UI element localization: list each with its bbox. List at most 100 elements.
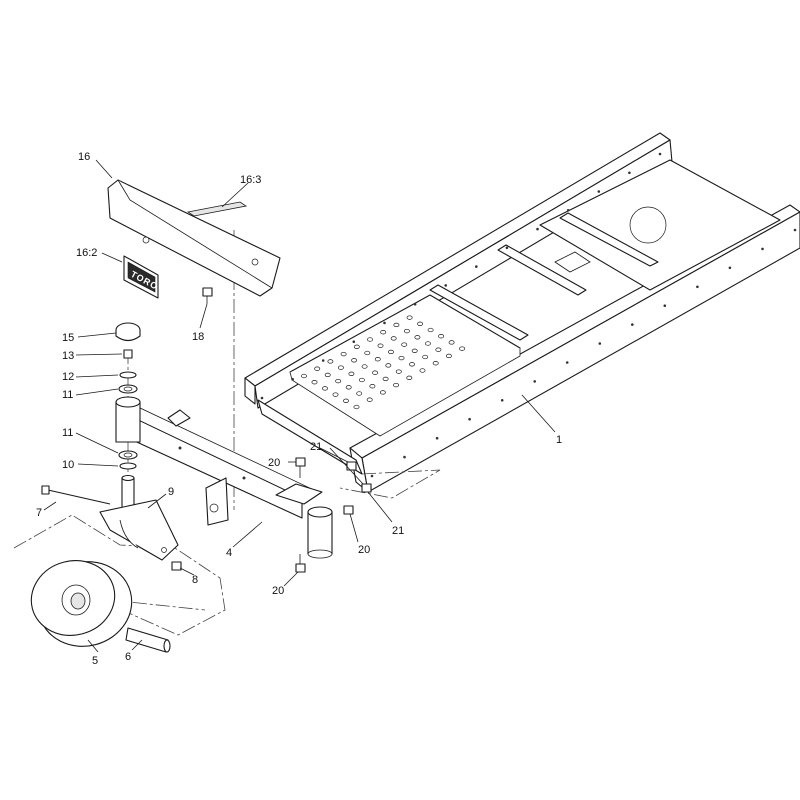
callout-5: 5	[92, 655, 98, 667]
frame-crossmember-c	[559, 212, 659, 267]
floor-pan-hole	[335, 378, 342, 384]
decal-strip-shape	[186, 201, 248, 217]
rail-hole	[260, 396, 264, 400]
callout-12: 12	[62, 371, 74, 383]
floor-pan-hole	[343, 398, 349, 403]
cover-bolt-head	[202, 287, 213, 297]
callout-10: 10	[62, 459, 74, 471]
floor-pan-hole	[393, 322, 400, 328]
main-frame	[244, 132, 800, 499]
leader-6	[131, 639, 143, 651]
floor-pan-hole	[459, 346, 466, 351]
washer-lower	[119, 462, 137, 470]
floor-pan-hole	[340, 351, 347, 357]
leader-4	[232, 521, 263, 548]
bearing-upper-bore	[123, 386, 133, 392]
floor-pan-hole	[448, 340, 455, 345]
floor-pan-hole	[395, 369, 402, 374]
callout-9: 9	[168, 486, 174, 498]
mount-nut-a	[346, 461, 357, 471]
floor-pan-hole	[401, 342, 408, 347]
callout-20-top: 20	[268, 457, 280, 469]
mount-bolt-top-head	[295, 457, 306, 467]
leader-11-upper	[75, 388, 119, 396]
wheel-phantom-box	[13, 514, 226, 636]
rail-hole	[658, 152, 662, 156]
axle-bolt-shaft	[47, 489, 111, 505]
spindle-nut	[123, 349, 133, 359]
rail-hole	[728, 266, 732, 270]
rail-hole	[536, 227, 539, 231]
rail-hole	[505, 246, 509, 250]
floor-pan-hole	[364, 350, 371, 356]
frame-rear-bracket	[554, 251, 591, 273]
floor-pan-hole	[311, 380, 318, 385]
rail-hole	[598, 342, 602, 345]
floor-pan-hole	[417, 321, 424, 326]
axle-tab-right	[275, 483, 323, 505]
callout-21-top: 21	[310, 441, 322, 453]
callout-16-2: 16:2	[76, 247, 97, 259]
callout-15: 15	[62, 332, 74, 344]
floor-pan-hole	[327, 359, 334, 364]
floor-pan-hole	[301, 373, 307, 379]
leader-lines	[43, 159, 556, 653]
floor-pan-hole	[377, 343, 384, 348]
callout-16-3: 16:3	[240, 174, 261, 186]
leader-16-2	[101, 252, 123, 263]
rail-hole	[761, 247, 764, 251]
frame-crossmember-b	[429, 284, 529, 341]
axle-tab-left	[167, 409, 191, 427]
callout-labels: 1 4 5 6 7 8 9 10 11 11 12 13 15 16 16:2 …	[36, 151, 562, 667]
callout-21-bottom: 21	[392, 525, 404, 537]
rail-hole	[468, 417, 471, 421]
floor-pan-hole	[419, 368, 426, 373]
floor-pan-perforations	[301, 315, 466, 410]
cover-crease	[117, 179, 273, 289]
axle-tube-left	[115, 401, 141, 443]
rail-hole	[533, 380, 536, 383]
floor-pan-hole	[411, 348, 418, 353]
floor-pan-hole	[388, 349, 394, 355]
caster-fork	[99, 474, 179, 561]
rail-hole	[413, 302, 417, 306]
floor-pan-hole	[432, 361, 439, 366]
toro-decal-field	[127, 261, 156, 293]
rail-hole	[321, 359, 325, 362]
frame-rail-holes	[260, 152, 797, 478]
rail-hole	[444, 284, 448, 287]
rail-hole	[597, 190, 601, 193]
frame-floor-pan-edge	[289, 348, 521, 437]
floor-pan-hole	[406, 375, 413, 380]
front-cover	[107, 179, 281, 297]
axle-bolt	[41, 485, 111, 505]
bearing-lower-bore	[123, 452, 133, 458]
toro-decal: TORO	[123, 255, 160, 299]
leader-18	[199, 303, 208, 329]
axle-tube-right-bottom	[307, 549, 333, 559]
leader-15	[77, 332, 117, 338]
floor-pan-hole	[314, 366, 321, 371]
callout-13: 13	[62, 350, 74, 362]
callout-11-lower: 11	[62, 427, 73, 439]
rail-hole	[793, 228, 797, 232]
leader-21-b	[367, 491, 393, 523]
callout-18: 18	[192, 331, 204, 343]
floor-pan-hole	[380, 330, 387, 335]
callout-11-upper: 11	[62, 389, 73, 401]
floor-pan-hole	[322, 386, 328, 391]
floor-pan-hole	[382, 376, 389, 382]
spindle-stack	[115, 322, 141, 470]
leader-12	[75, 374, 119, 378]
axle-tube-right	[307, 511, 333, 555]
callout-1: 1	[556, 434, 562, 446]
wheel-hub-bore	[70, 592, 86, 610]
cover-hole	[142, 236, 150, 244]
rail-hole	[291, 377, 294, 381]
floor-pan-hole	[361, 364, 368, 369]
frame-crossmember-a	[497, 244, 587, 296]
floor-pan-hole	[353, 404, 360, 410]
floor-pan-hole	[372, 370, 379, 375]
callout-8: 8	[192, 574, 198, 586]
